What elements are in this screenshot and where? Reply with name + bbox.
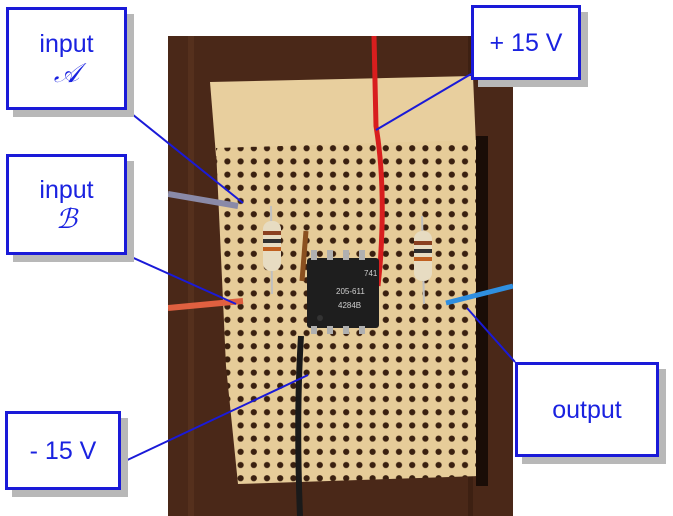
input-b-text: input (39, 175, 94, 204)
jumper-wire (299, 230, 309, 282)
output-label: output (515, 362, 659, 457)
circuit-photo: 741 205-611 4284B (168, 36, 513, 516)
op-amp-chip: 741 205-611 4284B (307, 250, 379, 334)
chip-marking-3: 4284B (338, 301, 361, 310)
resistor-right (414, 215, 432, 305)
input-a-label: input 𝒜 (6, 7, 127, 110)
wire-output (445, 283, 513, 306)
wire-plus-15v (371, 36, 385, 287)
plus-15v-label: + 15 V (471, 5, 581, 80)
input-b-label: input ℬ (6, 154, 127, 255)
input-a-symbol: 𝒜 (53, 57, 80, 89)
input-a-text: input (39, 29, 94, 58)
minus-15v-label: - 15 V (5, 411, 121, 490)
input-b-symbol: ℬ (55, 203, 78, 235)
chip-marking-2: 205-611 (336, 287, 365, 296)
minus-15v-text: - 15 V (29, 436, 97, 465)
resistor-left (263, 205, 281, 295)
wire-minus-15v (295, 335, 304, 516)
chip-marking-1: 741 (364, 269, 378, 278)
output-text: output (552, 395, 622, 424)
perfboard-svg: 741 205-611 4284B (168, 36, 513, 516)
plus-15v-text: + 15 V (489, 28, 563, 57)
